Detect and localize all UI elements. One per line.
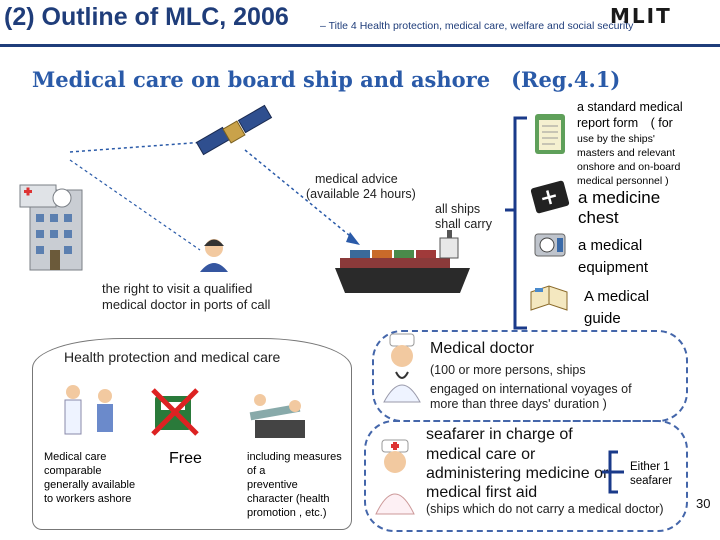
- medical-guide-icon: [531, 286, 567, 310]
- available-24h-label: (available 24 hours): [306, 187, 416, 202]
- medical-equipment-icon: [535, 234, 565, 256]
- hospital-icon: [20, 185, 82, 270]
- satellite-icon: [197, 105, 272, 154]
- seafarer-line4: medical first aid: [426, 482, 537, 504]
- mlit-logo: MLIT: [610, 4, 672, 28]
- medicine-chest-icon: [530, 180, 570, 214]
- health-box-title: Health protection and medical care: [64, 349, 280, 365]
- doctor-patient-icon: [65, 385, 113, 434]
- bracket-line: [515, 118, 527, 328]
- doctor-avatar-icon: [200, 239, 228, 272]
- medical-advice-label: medical advice: [315, 172, 398, 187]
- measures-line2: of a: [247, 464, 265, 478]
- right-to-visit-line2: medical doctor in ports of call: [102, 297, 270, 312]
- report-form-line4: masters and relevant: [577, 146, 675, 160]
- slide-subtitle: – Title 4 Health protection, medical car…: [320, 20, 633, 32]
- clipboard-icon: [535, 114, 565, 154]
- comparable-line3: generally available: [44, 478, 135, 492]
- items-bracket-graphic: [505, 110, 580, 340]
- medical-doctor-title: Medical doctor: [430, 340, 534, 358]
- header-divider: [0, 44, 720, 47]
- comparable-line1: Medical care: [44, 450, 106, 464]
- report-form-line2: report form ( for: [577, 115, 673, 131]
- seafarer-note: (ships which do not carry a medical doct…: [426, 502, 664, 517]
- no-money-icon: [153, 390, 197, 434]
- either-bracket: [602, 448, 632, 498]
- medical-equipment-line1: a medical: [578, 235, 642, 256]
- fitness-icon: [250, 394, 305, 438]
- comparable-line2: comparable: [44, 464, 101, 478]
- all-ships-label: all ships: [435, 202, 480, 217]
- medical-guide-line2: guide: [584, 308, 621, 329]
- health-illustrations: [55, 378, 355, 458]
- free-label: Free: [169, 450, 202, 468]
- measures-line5: promotion , etc.): [247, 506, 326, 520]
- doctor-condition-line3: more than three days' duration ): [430, 397, 607, 412]
- slide-heading: (2) Outline of MLC, 2006: [4, 3, 289, 32]
- seafarer-line1: seafarer in charge of: [426, 424, 573, 446]
- report-form-line3: use by the ships': [577, 132, 655, 146]
- report-form-line1: a standard medical: [577, 99, 683, 115]
- measures-line4: character (health: [247, 492, 330, 506]
- diagram-illustration: [0, 90, 520, 310]
- dashed-link-hospital-doctor: [70, 160, 200, 250]
- either-line2: seafarer: [630, 474, 672, 488]
- measures-line1: including measures: [247, 450, 342, 464]
- doctor-condition-line2: engaged on international voyages of: [430, 382, 632, 397]
- medicine-chest-line1: a medicine: [578, 188, 660, 208]
- report-form-line6: medical personnel ): [577, 174, 669, 188]
- report-form-line5: onshore and on-board: [577, 160, 680, 174]
- doctor-condition-line1: (100 or more persons, ships: [430, 363, 586, 378]
- either-line1: Either 1: [630, 460, 670, 474]
- medicine-chest-line2: chest: [578, 208, 619, 228]
- medical-guide-line1: A medical: [584, 286, 649, 307]
- shall-carry-label: shall carry: [435, 217, 492, 232]
- comparable-line4: to workers ashore: [44, 492, 131, 506]
- page-number: 30: [696, 496, 710, 511]
- measures-line3: preventive: [247, 478, 298, 492]
- right-to-visit-line1: the right to visit a qualified: [102, 281, 252, 296]
- dashed-link-hospital-satellite: [70, 142, 205, 152]
- medical-equipment-line2: equipment: [578, 257, 648, 278]
- nurse-icon: [370, 438, 422, 518]
- ship-doctor-icon: [378, 332, 428, 408]
